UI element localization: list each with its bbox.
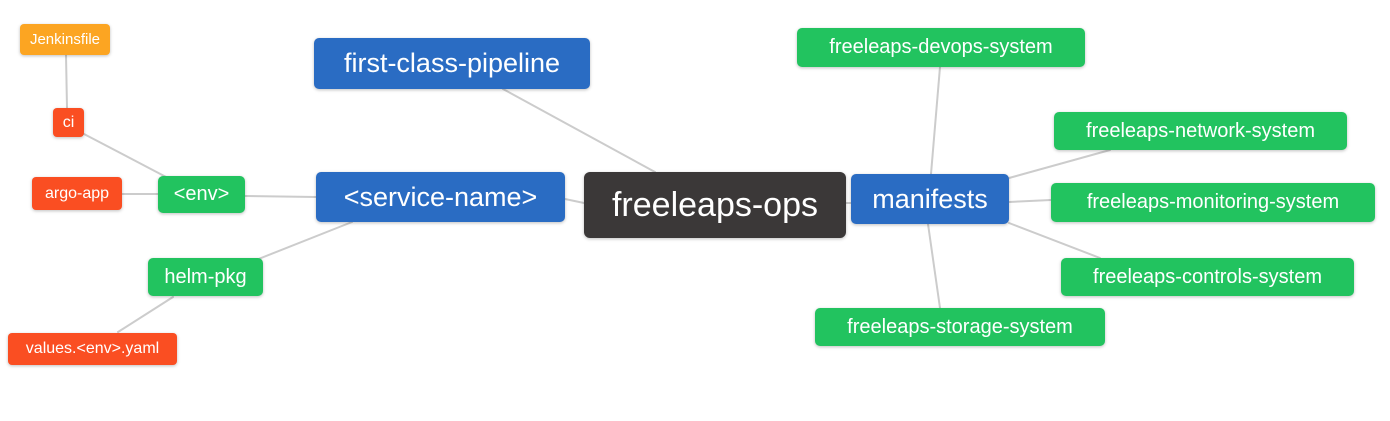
edge-jenkinsfile-to-ci — [65, 54, 68, 109]
edge-helm-pkg-to-values-env-yaml — [117, 296, 174, 333]
node-freeleaps-storage-system[interactable]: freeleaps-storage-system — [815, 308, 1105, 346]
edge-env-to-service-name — [244, 195, 317, 198]
node-values-env-yaml[interactable]: values.<env>.yaml — [8, 333, 177, 365]
node-freeleaps-ops[interactable]: freeleaps-ops — [584, 172, 846, 238]
edge-manifests-to-freeleaps-storage-system — [927, 223, 941, 309]
node-freeleaps-controls-system[interactable]: freeleaps-controls-system — [1061, 258, 1354, 296]
node-freeleaps-monitoring-system[interactable]: freeleaps-monitoring-system — [1051, 183, 1375, 222]
node-jenkinsfile[interactable]: Jenkinsfile — [20, 24, 110, 55]
edge-manifests-to-freeleaps-devops-system — [930, 66, 941, 175]
node-freeleaps-devops-system[interactable]: freeleaps-devops-system — [797, 28, 1085, 67]
edge-first-class-pipeline-to-freeleaps-ops — [502, 88, 656, 173]
node-argo-app[interactable]: argo-app — [32, 177, 122, 210]
node-ci[interactable]: ci — [53, 108, 84, 137]
node-first-class-pipeline[interactable]: first-class-pipeline — [314, 38, 590, 89]
node-manifests[interactable]: manifests — [851, 174, 1009, 224]
node-helm-pkg[interactable]: helm-pkg — [148, 258, 263, 296]
edge-service-name-to-helm-pkg — [255, 221, 353, 261]
node-service-name[interactable]: <service-name> — [316, 172, 565, 222]
edge-manifests-to-freeleaps-monitoring-system — [1008, 199, 1052, 203]
edge-manifests-to-freeleaps-network-system — [1008, 149, 1111, 179]
edge-ci-to-env — [83, 133, 169, 179]
node-freeleaps-network-system[interactable]: freeleaps-network-system — [1054, 112, 1347, 150]
node-env[interactable]: <env> — [158, 176, 245, 213]
edge-service-name-to-freeleaps-ops — [564, 198, 585, 204]
edge-manifests-to-freeleaps-controls-system — [1008, 222, 1101, 259]
